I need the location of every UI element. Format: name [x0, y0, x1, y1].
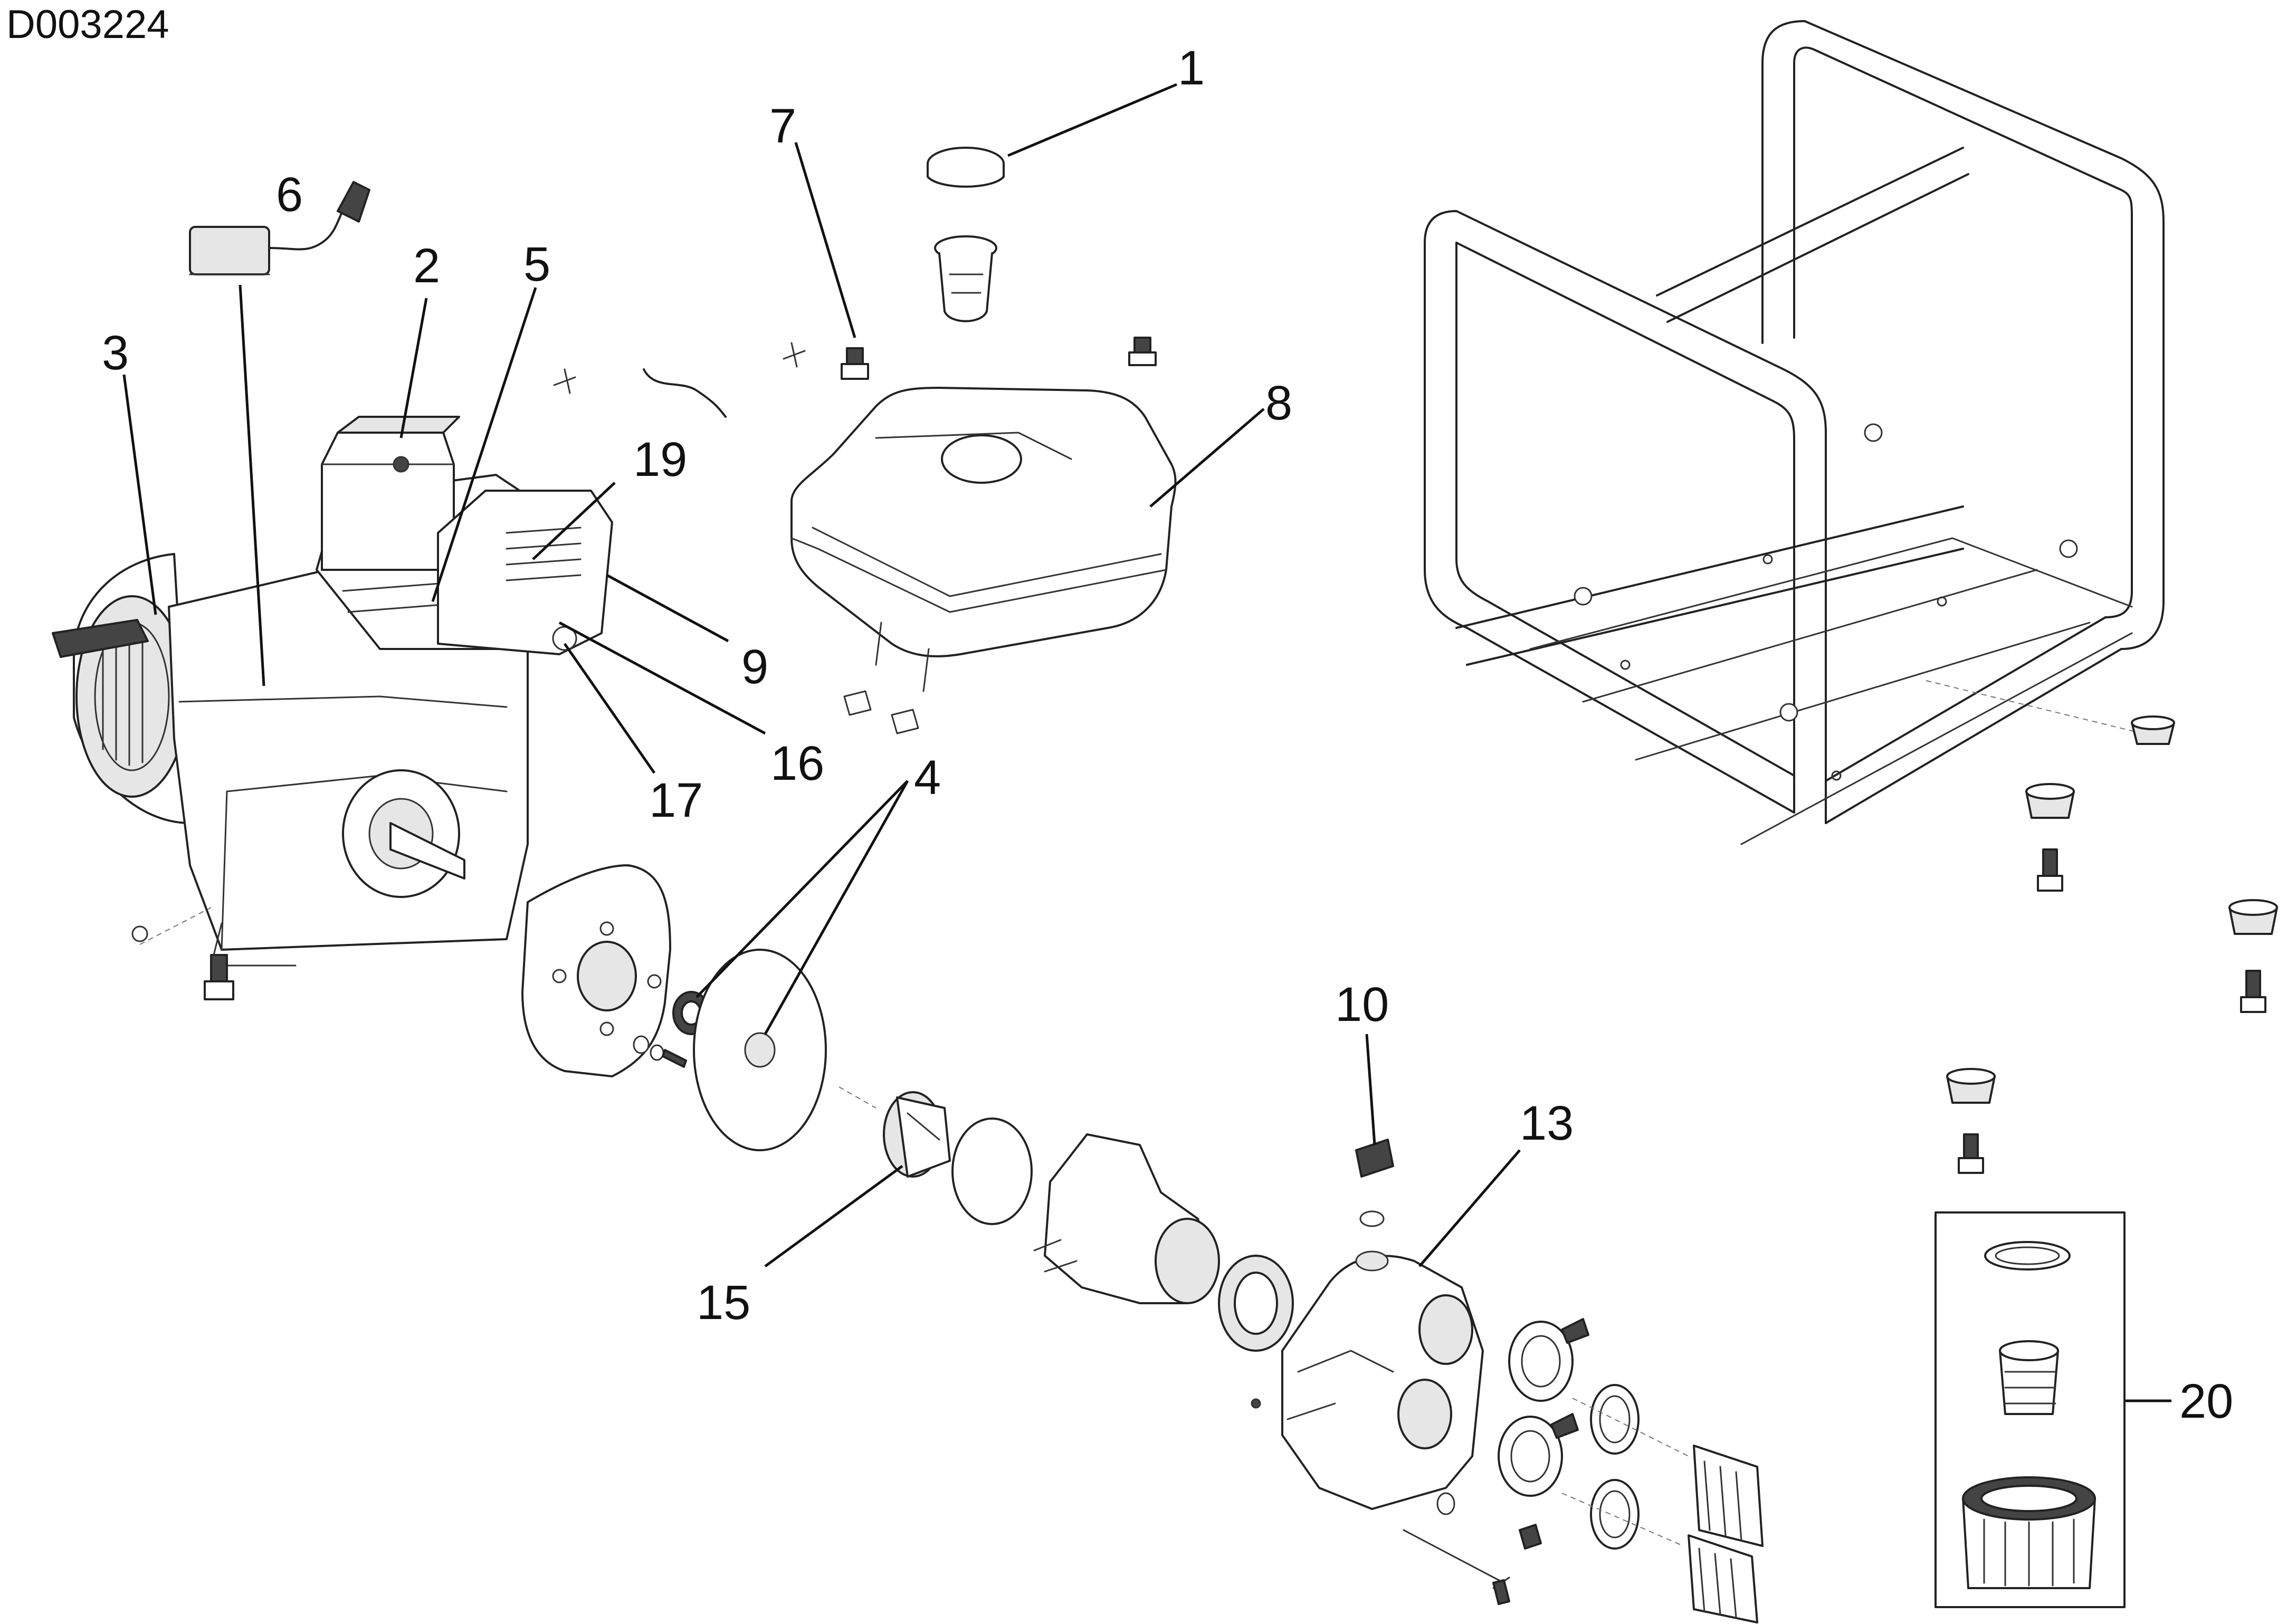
rubber-foot-4: [1946, 1068, 1996, 1174]
impeller: [883, 1091, 951, 1178]
rubber-foot-1: [2131, 715, 2175, 745]
callout-labels: 1 2 3 4 5 6 7 8 9 10 13 15 16 17 19 20: [102, 41, 2233, 1428]
strainer-kit-box: [1935, 1211, 2126, 1608]
pipe-coupling-lower: [1498, 1413, 1579, 1497]
callout-16: 16: [770, 737, 824, 790]
callout-1: 1: [1178, 41, 1205, 95]
ignition-coil: [189, 181, 370, 275]
hose-barbs: [1688, 1445, 1764, 1623]
callout-3: 3: [102, 326, 129, 380]
document-id: D003224: [6, 2, 169, 47]
fuel-line-parts: [553, 337, 1157, 418]
volute: [1033, 1133, 1220, 1304]
leader-lines: [122, 83, 2171, 1402]
pump-casing: [1251, 1255, 1484, 1510]
callout-4: 4: [914, 751, 941, 805]
gasket: [693, 949, 827, 1151]
fuel-tank: [790, 387, 1177, 734]
callout-10: 10: [1335, 978, 1389, 1031]
frame: [1424, 20, 2165, 845]
callout-13: 13: [1520, 1096, 1574, 1150]
callout-8: 8: [1265, 376, 1292, 430]
coupling-gaskets: [1590, 1384, 1640, 1550]
pipe-coupling-upper: [1508, 1318, 1589, 1402]
fuel-strainer: [934, 235, 997, 322]
callout-2: 2: [413, 239, 440, 293]
fill-plug: [1355, 1139, 1394, 1272]
muffler: [437, 490, 613, 655]
callout-20: 20: [2179, 1374, 2233, 1428]
adapter-plate: [521, 864, 671, 1077]
fuel-cap: [927, 147, 1005, 188]
callout-19: 19: [633, 433, 687, 486]
plate-bolt: [633, 1035, 687, 1068]
callout-9: 9: [741, 640, 768, 694]
air-cleaner: [321, 416, 460, 571]
callout-5: 5: [523, 237, 550, 291]
callout-7: 7: [769, 99, 796, 153]
drain-plug: [1403, 1492, 1542, 1605]
rubber-foot-2: [2025, 783, 2075, 892]
callout-15: 15: [697, 1276, 750, 1330]
o-ring: [951, 1117, 1033, 1225]
callout-6: 6: [276, 168, 303, 222]
callout-17: 17: [649, 773, 703, 827]
rubber-foot-3: [2228, 899, 2278, 1013]
